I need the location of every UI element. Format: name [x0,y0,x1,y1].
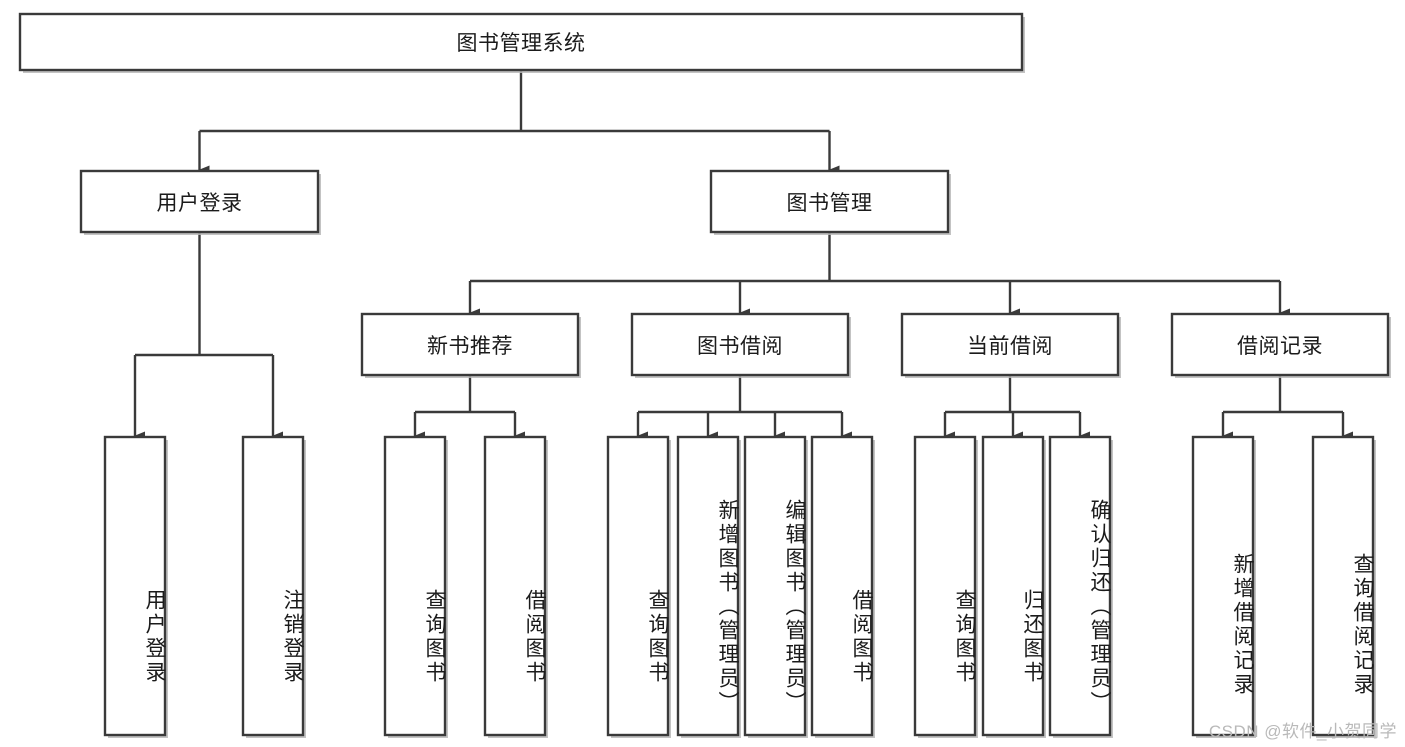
node-box-n-current-borrow[interactable] [900,312,1120,377]
node-box-l-add-record[interactable] [1191,435,1255,737]
node-box-l-query-book-2[interactable] [606,435,670,737]
node-box-root[interactable] [18,12,1024,72]
node-box-l-return-book[interactable] [981,435,1045,737]
node-box-n-book-borrow[interactable] [630,312,850,377]
node-box-l-borrow-book-2[interactable] [810,435,874,737]
node-box-l-user-login[interactable] [103,435,167,737]
node-box-l-query-record[interactable] [1311,435,1375,737]
connector-layer [133,70,1353,441]
node-box-n-user-login[interactable] [79,169,320,234]
node-box-l-user-logout[interactable] [241,435,305,737]
node-box-l-confirm-return[interactable] [1048,435,1112,737]
node-box-l-borrow-book-1[interactable] [483,435,547,737]
node-box-l-query-book-3[interactable] [913,435,977,737]
node-box-l-query-book-1[interactable] [383,435,447,737]
box-layer [18,12,1390,737]
node-box-n-new-book-rec[interactable] [360,312,580,377]
node-box-n-borrow-record[interactable] [1170,312,1390,377]
node-box-l-add-book[interactable] [676,435,740,737]
node-box-n-book-manage[interactable] [709,169,950,234]
node-box-l-edit-book[interactable] [743,435,807,737]
